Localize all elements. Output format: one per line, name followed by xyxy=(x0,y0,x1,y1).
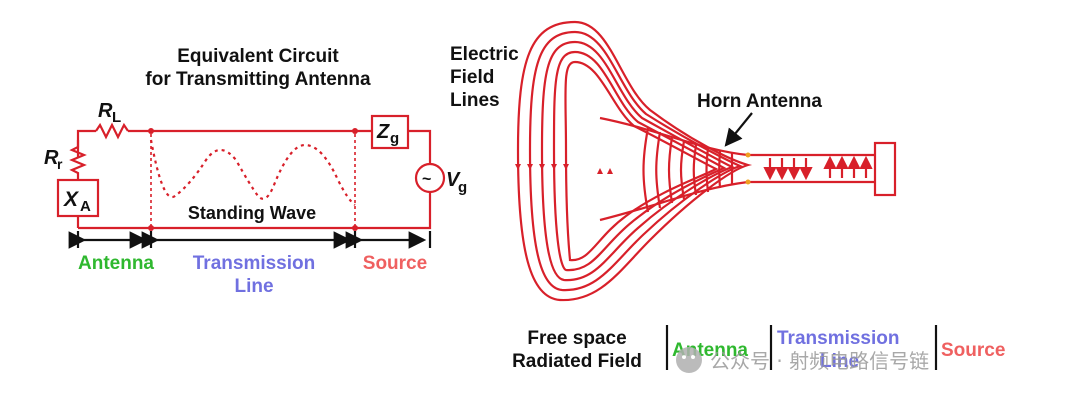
electric-label-2: Field xyxy=(450,67,494,88)
rl-subscript: L xyxy=(112,109,121,126)
bottom-transmission-label-1: Transmission xyxy=(777,328,900,349)
bottom-transmission-label-2: Line xyxy=(820,351,859,372)
waveguide-feed-block xyxy=(873,141,897,197)
circuit-title-line1: Equivalent Circuit xyxy=(177,46,339,67)
horn-wall-top xyxy=(599,116,749,157)
horn-throat-dot-top xyxy=(745,152,751,158)
watermark-text: 公众号 · 射频电路信号链 xyxy=(710,349,929,373)
standing-wave-label: Standing Wave xyxy=(188,203,316,223)
rr-subscript: r xyxy=(57,156,63,172)
zg-subscript: g xyxy=(390,130,399,147)
resistor-rl xyxy=(95,122,129,140)
wire-bottom xyxy=(78,192,432,230)
xa-subscript: A xyxy=(80,198,91,215)
equivalent-circuit: Equivalent Circuit for Transmitting Ante… xyxy=(44,46,467,297)
vg-subscript: g xyxy=(458,179,467,196)
junction-top-left xyxy=(148,128,154,134)
horn-antenna-figure: Electric Field Lines xyxy=(450,20,1005,372)
electric-field-loops xyxy=(515,20,753,302)
dimension-arrows xyxy=(68,231,432,249)
standing-wave-curve xyxy=(149,139,356,206)
circuit-title-line2: for Transmitting Antenna xyxy=(145,69,371,90)
waveguide-field-arrows xyxy=(763,155,873,181)
zg-label: Z xyxy=(376,121,390,143)
wire-top-right xyxy=(408,129,432,164)
xa-label: X xyxy=(63,188,80,211)
rl-label: R xyxy=(98,100,113,122)
region-antenna-label: Antenna xyxy=(78,253,154,274)
horn-field-lines xyxy=(642,127,734,213)
junction-bottom-right xyxy=(352,225,358,231)
horn-pointer-arrow xyxy=(724,112,753,147)
sine-symbol: ~ xyxy=(422,171,431,188)
region-transmission-label-1: Transmission xyxy=(193,253,316,274)
junction-top-right xyxy=(352,128,358,134)
horn-antenna-label: Horn Antenna xyxy=(697,91,822,112)
waveguide-walls xyxy=(748,153,875,184)
watermark: 公众号 · 射频电路信号链 xyxy=(676,347,929,373)
region-source-label: Source xyxy=(363,253,427,274)
wire-top-left xyxy=(76,129,96,157)
bottom-source-label: Source xyxy=(941,340,1005,361)
wechat-icon xyxy=(676,347,702,373)
region-transmission-label-2: Line xyxy=(234,276,273,297)
resistor-rr xyxy=(69,140,87,180)
rr-label: R xyxy=(44,147,59,169)
electric-label-1: Electric xyxy=(450,44,519,65)
junction-bottom-left xyxy=(148,225,154,231)
free-space-label-2: Radiated Field xyxy=(512,351,642,372)
horn-throat-dot-bottom xyxy=(745,179,751,185)
electric-label-3: Lines xyxy=(450,90,500,111)
vg-label: V xyxy=(446,169,461,191)
free-space-label-1: Free space xyxy=(527,328,626,349)
